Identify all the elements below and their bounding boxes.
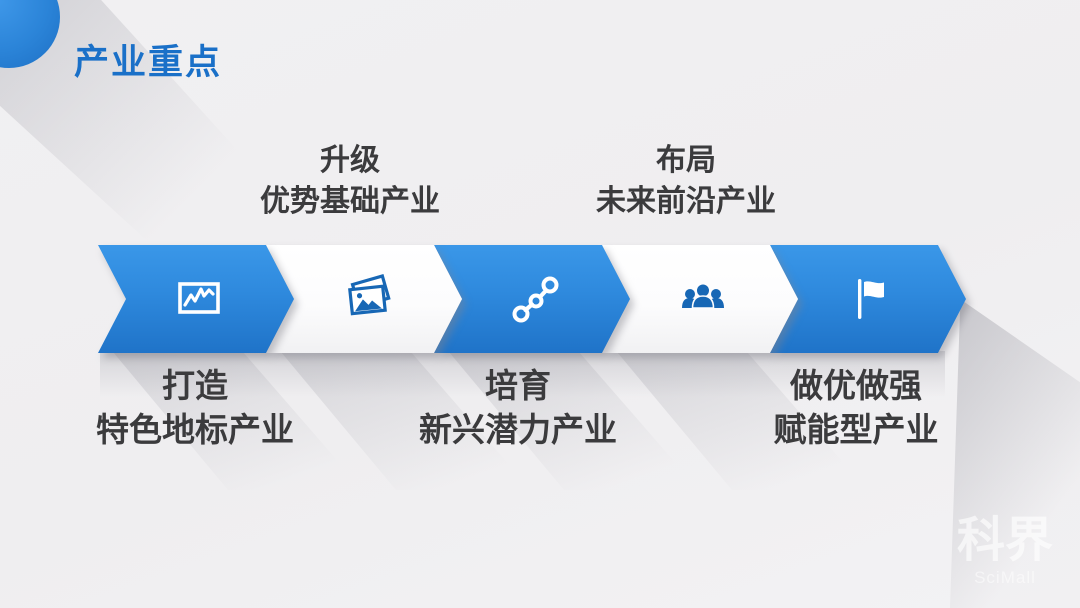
step-2-label-line2: 优势基础产业 [260, 185, 440, 218]
chart-icon [178, 282, 220, 314]
step-4-chevron-shape [602, 245, 798, 353]
step-5-chevron-shape [770, 245, 966, 353]
step-2-label: 升级 优势基础产业 [190, 140, 510, 222]
step-3-chevron [434, 245, 630, 353]
step-2-chevron-shape [266, 245, 462, 353]
flag-icon [858, 279, 884, 319]
step-5-label: 做优做强 赋能型产业 [696, 364, 1016, 452]
route-icon [512, 276, 559, 323]
people-icon [682, 282, 724, 309]
step-1-label-line1: 打造 [162, 367, 228, 404]
step-1-label-line2: 特色地标产业 [96, 411, 294, 448]
watermark: 科界 SciMall [935, 515, 1075, 589]
step-3-label-line2: 新兴潜力产业 [419, 411, 617, 448]
step-1-label: 打造 特色地标产业 [35, 364, 355, 452]
step-5-chevron [770, 245, 966, 353]
step-3-label: 培育 新兴潜力产业 [358, 364, 678, 452]
step-5-label-line1: 做优做强 [790, 367, 922, 404]
corner-circle-decoration [0, 0, 60, 68]
step-5-label-line2: 赋能型产业 [773, 411, 939, 448]
step-3-label-line1: 培育 [485, 367, 551, 404]
step-4-label: 布局 未来前沿产业 [526, 140, 846, 222]
photos-icon [348, 274, 391, 316]
page-title: 产业重点 [74, 43, 223, 82]
watermark-subtext: SciMall [974, 568, 1036, 587]
step-4-chevron [602, 245, 798, 353]
step-1-chevron [98, 245, 294, 353]
step-2-label-line1: 升级 [320, 144, 380, 177]
watermark-logo-text: 科界 [956, 514, 1053, 567]
step-4-label-line1: 布局 [656, 144, 716, 177]
step-2-chevron [266, 245, 462, 353]
step-4-label-line2: 未来前沿产业 [596, 185, 776, 218]
step-3-chevron-shape [434, 245, 630, 353]
step-1-chevron-shape [98, 245, 294, 353]
